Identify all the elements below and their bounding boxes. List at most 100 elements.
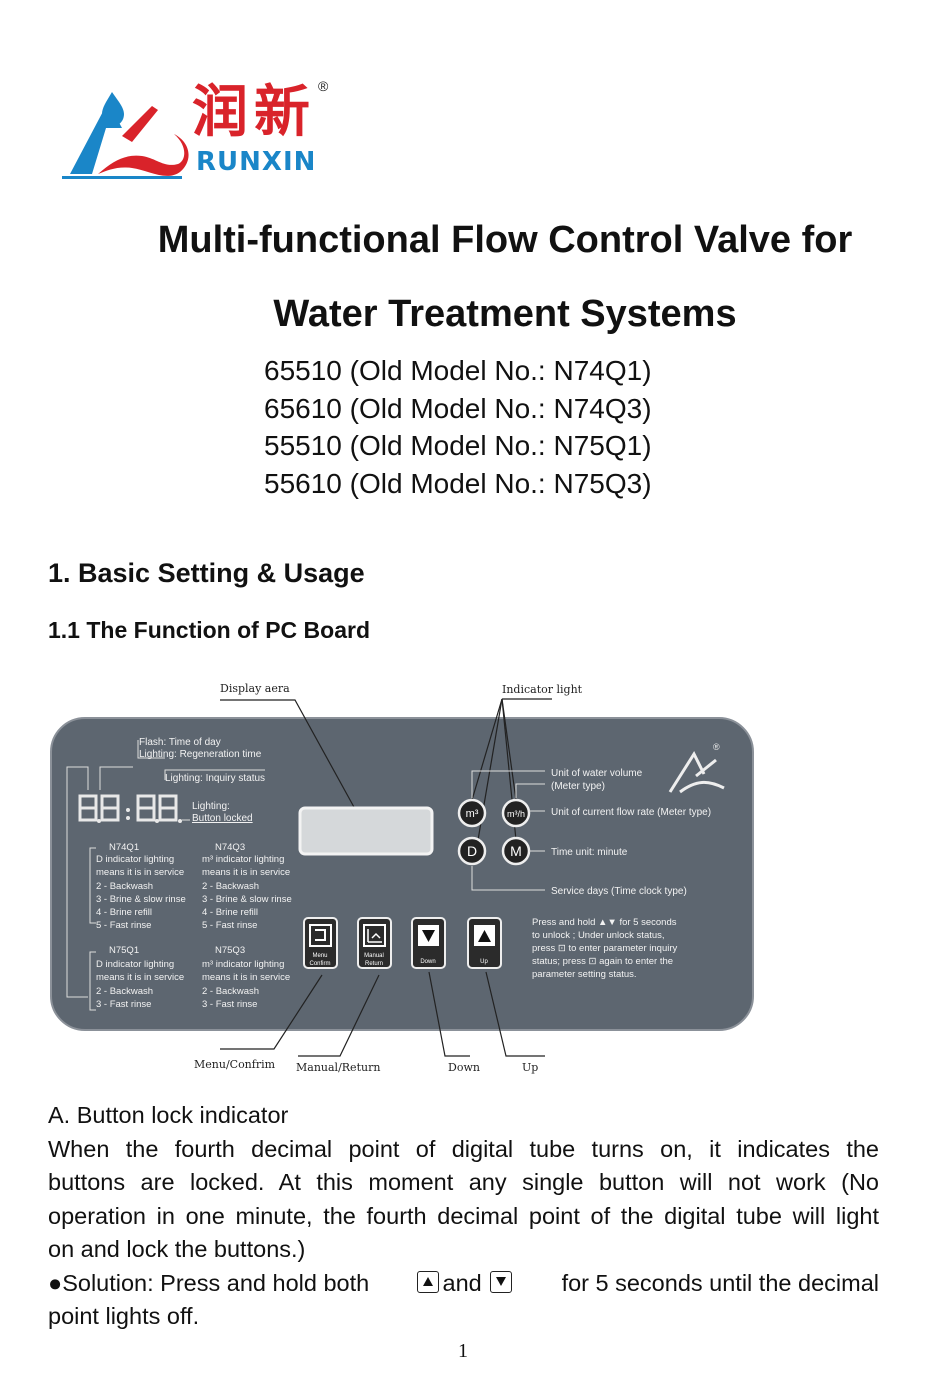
callout-display-area: Display aera (220, 682, 290, 695)
solution-start: ●Solution: Press and hold both (48, 1267, 369, 1301)
return-button-label: Return (365, 961, 383, 967)
n74q3-line: m³ indicator lighting (202, 854, 284, 865)
menu-button-label: Menu (312, 953, 327, 959)
logo-english-text: RUNXIN (196, 147, 317, 177)
document-title-line1: Multi-functional Flow Control Valve for (157, 219, 853, 261)
n74q1-heading: N74Q1 (109, 842, 139, 853)
n75q3-heading: N75Q3 (215, 945, 245, 956)
unit-flow-label: Unit of current flow rate (Meter type) (551, 807, 711, 818)
n74q1-line: D indicator lighting (96, 854, 174, 865)
press-note-line: to unlock ; Under unlock status, (532, 930, 665, 941)
menu-confirm-button[interactable]: Menu Confirm (303, 917, 338, 969)
n74q3-line: 3 - Brine & slow rinse (202, 894, 292, 905)
n74q3-line: 5 - Fast rinse (202, 920, 257, 931)
section-heading: 1. Basic Setting & Usage (48, 558, 365, 588)
subsection-heading: 1.1 The Function of PC Board (48, 617, 371, 643)
n75q1-line: means it is in service (96, 972, 184, 983)
n74q3-heading: N74Q3 (215, 842, 245, 853)
indicator-d-label: D (467, 843, 477, 859)
menu-icon (309, 924, 332, 947)
up-callout: Up (522, 1061, 538, 1074)
unit-volume-label: Unit of water volume (551, 768, 643, 779)
indicator-m-label: M (510, 843, 522, 859)
bullet: ● (48, 1270, 63, 1296)
menu-confirm-callout: Menu/Confrim (194, 1058, 276, 1071)
up-button[interactable]: Up (467, 917, 502, 969)
n74q1-line: 3 - Brine & slow rinse (96, 894, 186, 905)
solution-line: ●Solution: Press and hold both and for 5… (48, 1267, 879, 1301)
n74q1-line: 4 - Brine refill (96, 907, 152, 918)
logo-chinese-text: 润新 (192, 79, 316, 145)
n75q3-line: means it is in service (202, 972, 290, 983)
n75q3-line: m³ indicator lighting (202, 959, 284, 970)
manual-icon (363, 924, 386, 947)
paragraph-line: buttons are locked. At this moment any s… (48, 1169, 879, 1195)
n74q3-line: means it is in service (202, 867, 290, 878)
callout-indicator-light: Indicator light (502, 683, 583, 696)
button-locked-label: Button locked (192, 813, 253, 824)
paragraph-line: operation in one minute, the fourth deci… (48, 1203, 879, 1229)
inquiry-status-label: Lighting: Inquiry status (165, 773, 265, 784)
registered-mark: ® (318, 78, 329, 94)
flash-time-label: Flash: Time of day (139, 737, 221, 748)
down-arrow-icon (422, 930, 435, 942)
paragraph-line: on and lock the buttons.) (48, 1236, 306, 1262)
n75q1-line: D indicator lighting (96, 959, 174, 970)
solution-text: Solution: Press and hold both (62, 1270, 370, 1296)
indicator-m3h: m³/h (501, 798, 531, 828)
n74q1-line: 5 - Fast rinse (96, 920, 151, 931)
document-title-line2: Water Treatment Systems (273, 293, 737, 335)
and-text: and (442, 1270, 482, 1296)
time-unit-label: Time unit: minute (551, 847, 628, 858)
unit-volume-sub-label: (Meter type) (551, 781, 605, 792)
indicator-m3h-label: m³/h (507, 809, 525, 819)
model-item: 65610 (Old Model No.: N74Q3) (264, 392, 652, 424)
solution-line2: point lights off. (48, 1303, 200, 1329)
lighting-label: Lighting: (192, 801, 230, 812)
model-item: 55510 (Old Model No.: N75Q1) (264, 430, 652, 461)
lighting-regen-label: Lighting: Regeneration time (139, 749, 262, 760)
down-button-label: Down (420, 959, 435, 965)
service-days-label: Service days (Time clock type) (551, 886, 687, 897)
page-number: 1 (458, 1340, 468, 1362)
up-key-icon (416, 1271, 439, 1293)
down-key-icon (490, 1271, 513, 1293)
indicator-m3: m³ (457, 798, 487, 828)
press-note-line: Press and hold ▲▼ for 5 seconds (532, 917, 677, 928)
model-item: 65510 (Old Model No.: N74Q1) (264, 355, 652, 386)
section-a-title: A. Button lock indicator (48, 1102, 289, 1128)
press-note-line: status; press ⊡ again to enter the (532, 956, 673, 967)
display-window (298, 806, 434, 856)
indicator-m: M (501, 836, 531, 866)
manual-return-callout: Manual/Return (296, 1061, 380, 1074)
n74q3-line: 4 - Brine refill (202, 907, 258, 918)
down-callout: Down (448, 1061, 480, 1074)
solution-text-end: for 5 seconds until the decimal (561, 1270, 879, 1296)
n74q1-line: means it is in service (96, 867, 184, 878)
up-arrow-icon (478, 930, 491, 942)
confirm-button-label: Confirm (309, 961, 330, 967)
press-note-line: press ⊡ to enter parameter inquiry (532, 943, 677, 954)
manual-return-button[interactable]: Manual Return (357, 917, 392, 969)
n74q1-line: 2 - Backwash (96, 881, 153, 892)
n74q3-line: 2 - Backwash (202, 881, 259, 892)
up-button-label: Up (480, 959, 488, 965)
n75q3-line: 3 - Fast rinse (202, 999, 257, 1010)
n75q3-line: 2 - Backwash (202, 986, 259, 997)
down-button[interactable]: Down (411, 917, 446, 969)
paragraph-line: When the fourth decimal point of digital… (48, 1136, 879, 1162)
digital-tube-icon (78, 794, 178, 822)
n75q1-line: 3 - Fast rinse (96, 999, 151, 1010)
model-list: 65510 (Old Model No.: N74Q1) 65610 (Old … (264, 352, 652, 502)
manual-button-label: Manual (364, 953, 384, 959)
runxin-logo-icon (62, 92, 189, 179)
board-logo-icon (668, 750, 725, 794)
model-item: 55610 (Old Model No.: N75Q3) (264, 467, 652, 499)
n75q1-heading: N75Q1 (109, 945, 139, 956)
n75q1-line: 2 - Backwash (96, 986, 153, 997)
indicator-m3-label: m³ (466, 808, 479, 820)
board-registered-mark: ® (713, 742, 720, 752)
solution-buttons: and (415, 1267, 517, 1301)
board-panel (50, 717, 754, 1031)
pc-board-diagram: Display aera Indicator light Flash: Time… (50, 682, 754, 1074)
